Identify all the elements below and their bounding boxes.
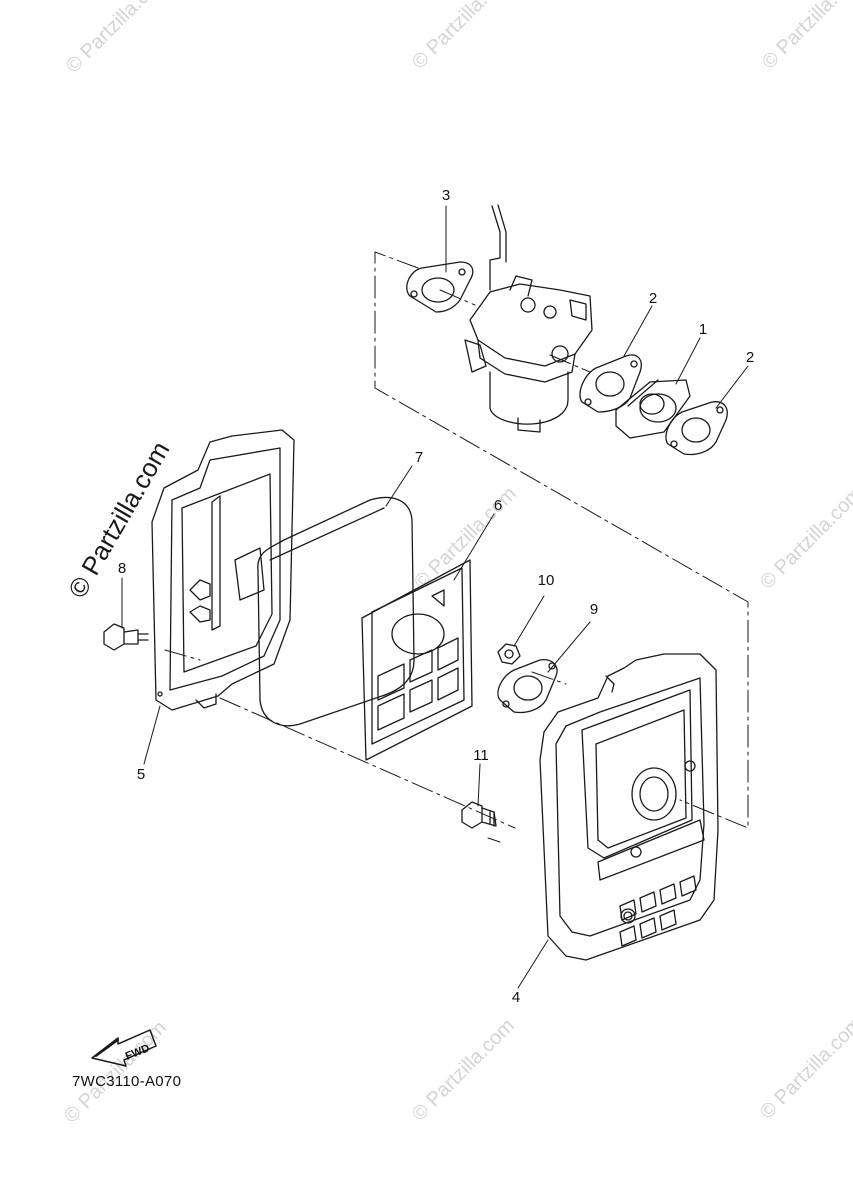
- assembly-frame: [164, 251, 749, 843]
- callout-4: 4: [512, 989, 520, 1006]
- carburetor: [464, 204, 593, 433]
- callout-8: 8: [118, 560, 126, 577]
- callout-10: 10: [538, 572, 555, 589]
- callout-2a: 2: [649, 290, 657, 307]
- bolt-8: [103, 623, 149, 651]
- air-cleaner-case-5: [151, 429, 295, 711]
- callout-2b: 2: [746, 349, 754, 366]
- gasket-2b: [665, 401, 728, 456]
- element-sponge-7: [257, 496, 415, 727]
- element-holder-6: [361, 559, 473, 761]
- callout-1: 1: [699, 321, 707, 338]
- nut-10: [497, 643, 521, 665]
- callout-5: 5: [137, 766, 145, 783]
- joint-1: [615, 379, 691, 439]
- gasket-9: [497, 659, 558, 714]
- callout-6: 6: [494, 497, 502, 514]
- diagram-code: 7WC3110-A070: [72, 1073, 182, 1090]
- callout-3: 3: [442, 187, 450, 204]
- fwd-arrow-icon: [91, 1029, 157, 1067]
- callout-11: 11: [473, 747, 489, 764]
- leader-lines: [121, 205, 749, 989]
- gasket-2a: [579, 354, 642, 413]
- bolt-11: [461, 801, 497, 829]
- callout-7: 7: [415, 449, 423, 466]
- fwd-label: FWD: [124, 1042, 152, 1063]
- callout-9: 9: [590, 601, 598, 618]
- gasket-3: [406, 261, 474, 313]
- air-cleaner-cover-4: [539, 653, 719, 961]
